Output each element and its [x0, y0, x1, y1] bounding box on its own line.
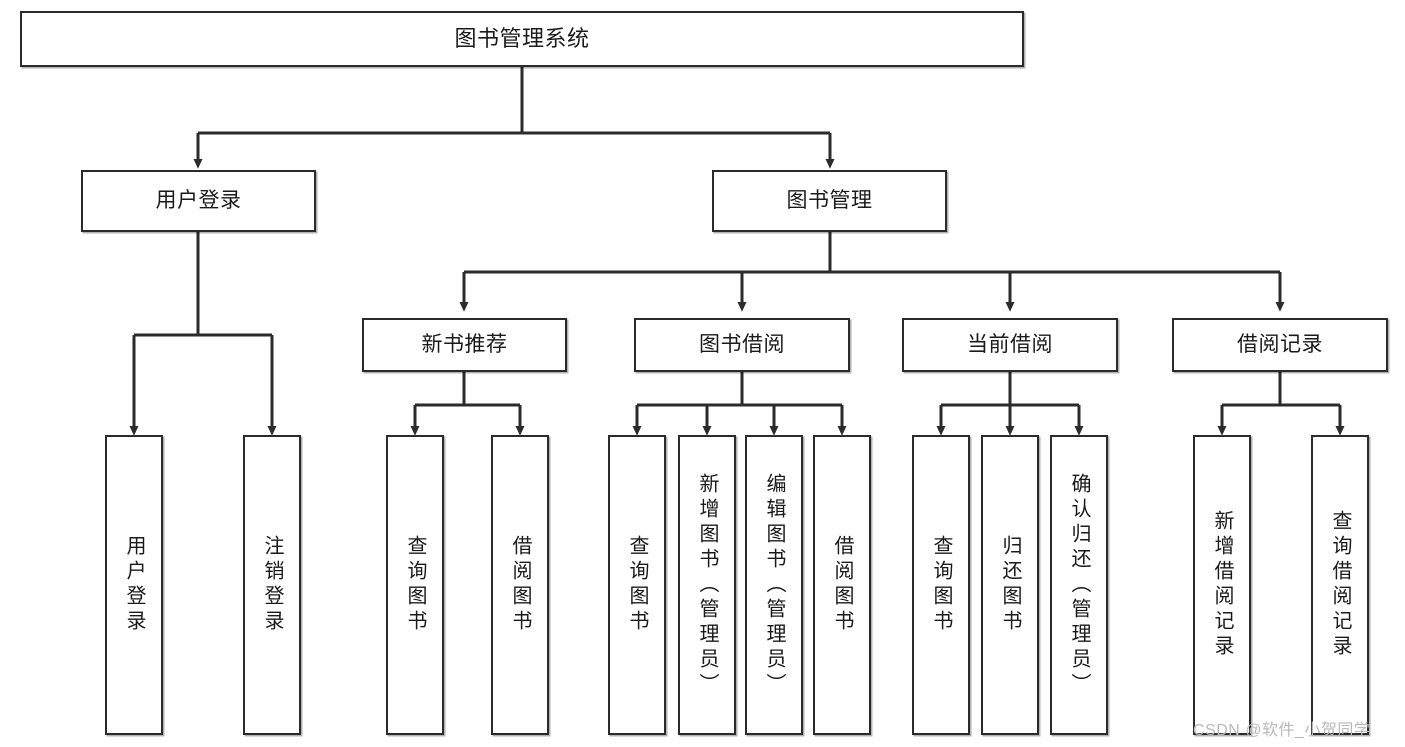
node-leaf-query-book-3-label: 查询图书 [930, 535, 952, 635]
node-user-login-label: 用户登录 [155, 188, 242, 212]
node-leaf-add-record-label: 新增借阅记录 [1211, 510, 1233, 660]
node-user-login[interactable]: 用户登录 [81, 170, 316, 232]
node-book-borrow[interactable]: 图书借阅 [634, 318, 850, 372]
node-leaf-query-record[interactable]: 查询借阅记录 [1311, 435, 1369, 735]
node-leaf-user-login-label: 用户登录 [123, 535, 145, 635]
node-leaf-edit-book[interactable]: 编辑图书（管理员） [745, 435, 803, 735]
node-leaf-user-logout[interactable]: 注销登录 [243, 435, 301, 735]
node-leaf-add-record[interactable]: 新增借阅记录 [1193, 435, 1251, 735]
node-leaf-add-book[interactable]: 新增图书（管理员） [678, 435, 736, 735]
node-new-book-recommend-label: 新书推荐 [421, 332, 508, 356]
node-current-borrow[interactable]: 当前借阅 [902, 318, 1118, 372]
node-leaf-query-book-1-label: 查询图书 [404, 535, 426, 635]
node-leaf-borrow-book-2[interactable]: 借阅图书 [813, 435, 871, 735]
node-leaf-return-book-label: 归还图书 [999, 535, 1021, 635]
node-leaf-confirm-return-label: 确认归还（管理员） [1068, 472, 1090, 698]
node-leaf-query-book-1[interactable]: 查询图书 [386, 435, 444, 735]
node-leaf-query-book-3[interactable]: 查询图书 [912, 435, 970, 735]
node-book-borrow-label: 图书借阅 [699, 332, 785, 356]
node-leaf-borrow-book-2-label: 借阅图书 [831, 535, 853, 635]
node-leaf-borrow-book-1-label: 借阅图书 [509, 535, 531, 635]
node-leaf-borrow-book-1[interactable]: 借阅图书 [491, 435, 549, 735]
node-leaf-query-book-2-label: 查询图书 [626, 535, 648, 635]
node-current-borrow-label: 当前借阅 [967, 332, 1053, 356]
node-new-book-recommend[interactable]: 新书推荐 [362, 318, 567, 372]
node-leaf-confirm-return[interactable]: 确认归还（管理员） [1050, 435, 1108, 735]
node-leaf-query-book-2[interactable]: 查询图书 [608, 435, 666, 735]
node-book-manage[interactable]: 图书管理 [712, 170, 947, 232]
node-borrow-record[interactable]: 借阅记录 [1172, 318, 1388, 372]
node-leaf-user-logout-label: 注销登录 [261, 535, 283, 635]
node-book-manage-label: 图书管理 [786, 188, 873, 212]
node-leaf-user-login[interactable]: 用户登录 [105, 435, 163, 735]
node-root[interactable]: 图书管理系统 [20, 11, 1024, 67]
node-root-label: 图书管理系统 [454, 26, 590, 52]
node-leaf-return-book[interactable]: 归还图书 [981, 435, 1039, 735]
node-borrow-record-label: 借阅记录 [1237, 332, 1323, 356]
node-leaf-add-book-label: 新增图书（管理员） [696, 472, 718, 698]
watermark-text: CSDN @软件_小贺同学 [1193, 722, 1371, 739]
node-leaf-query-record-label: 查询借阅记录 [1329, 510, 1351, 660]
node-leaf-edit-book-label: 编辑图书（管理员） [763, 472, 785, 698]
